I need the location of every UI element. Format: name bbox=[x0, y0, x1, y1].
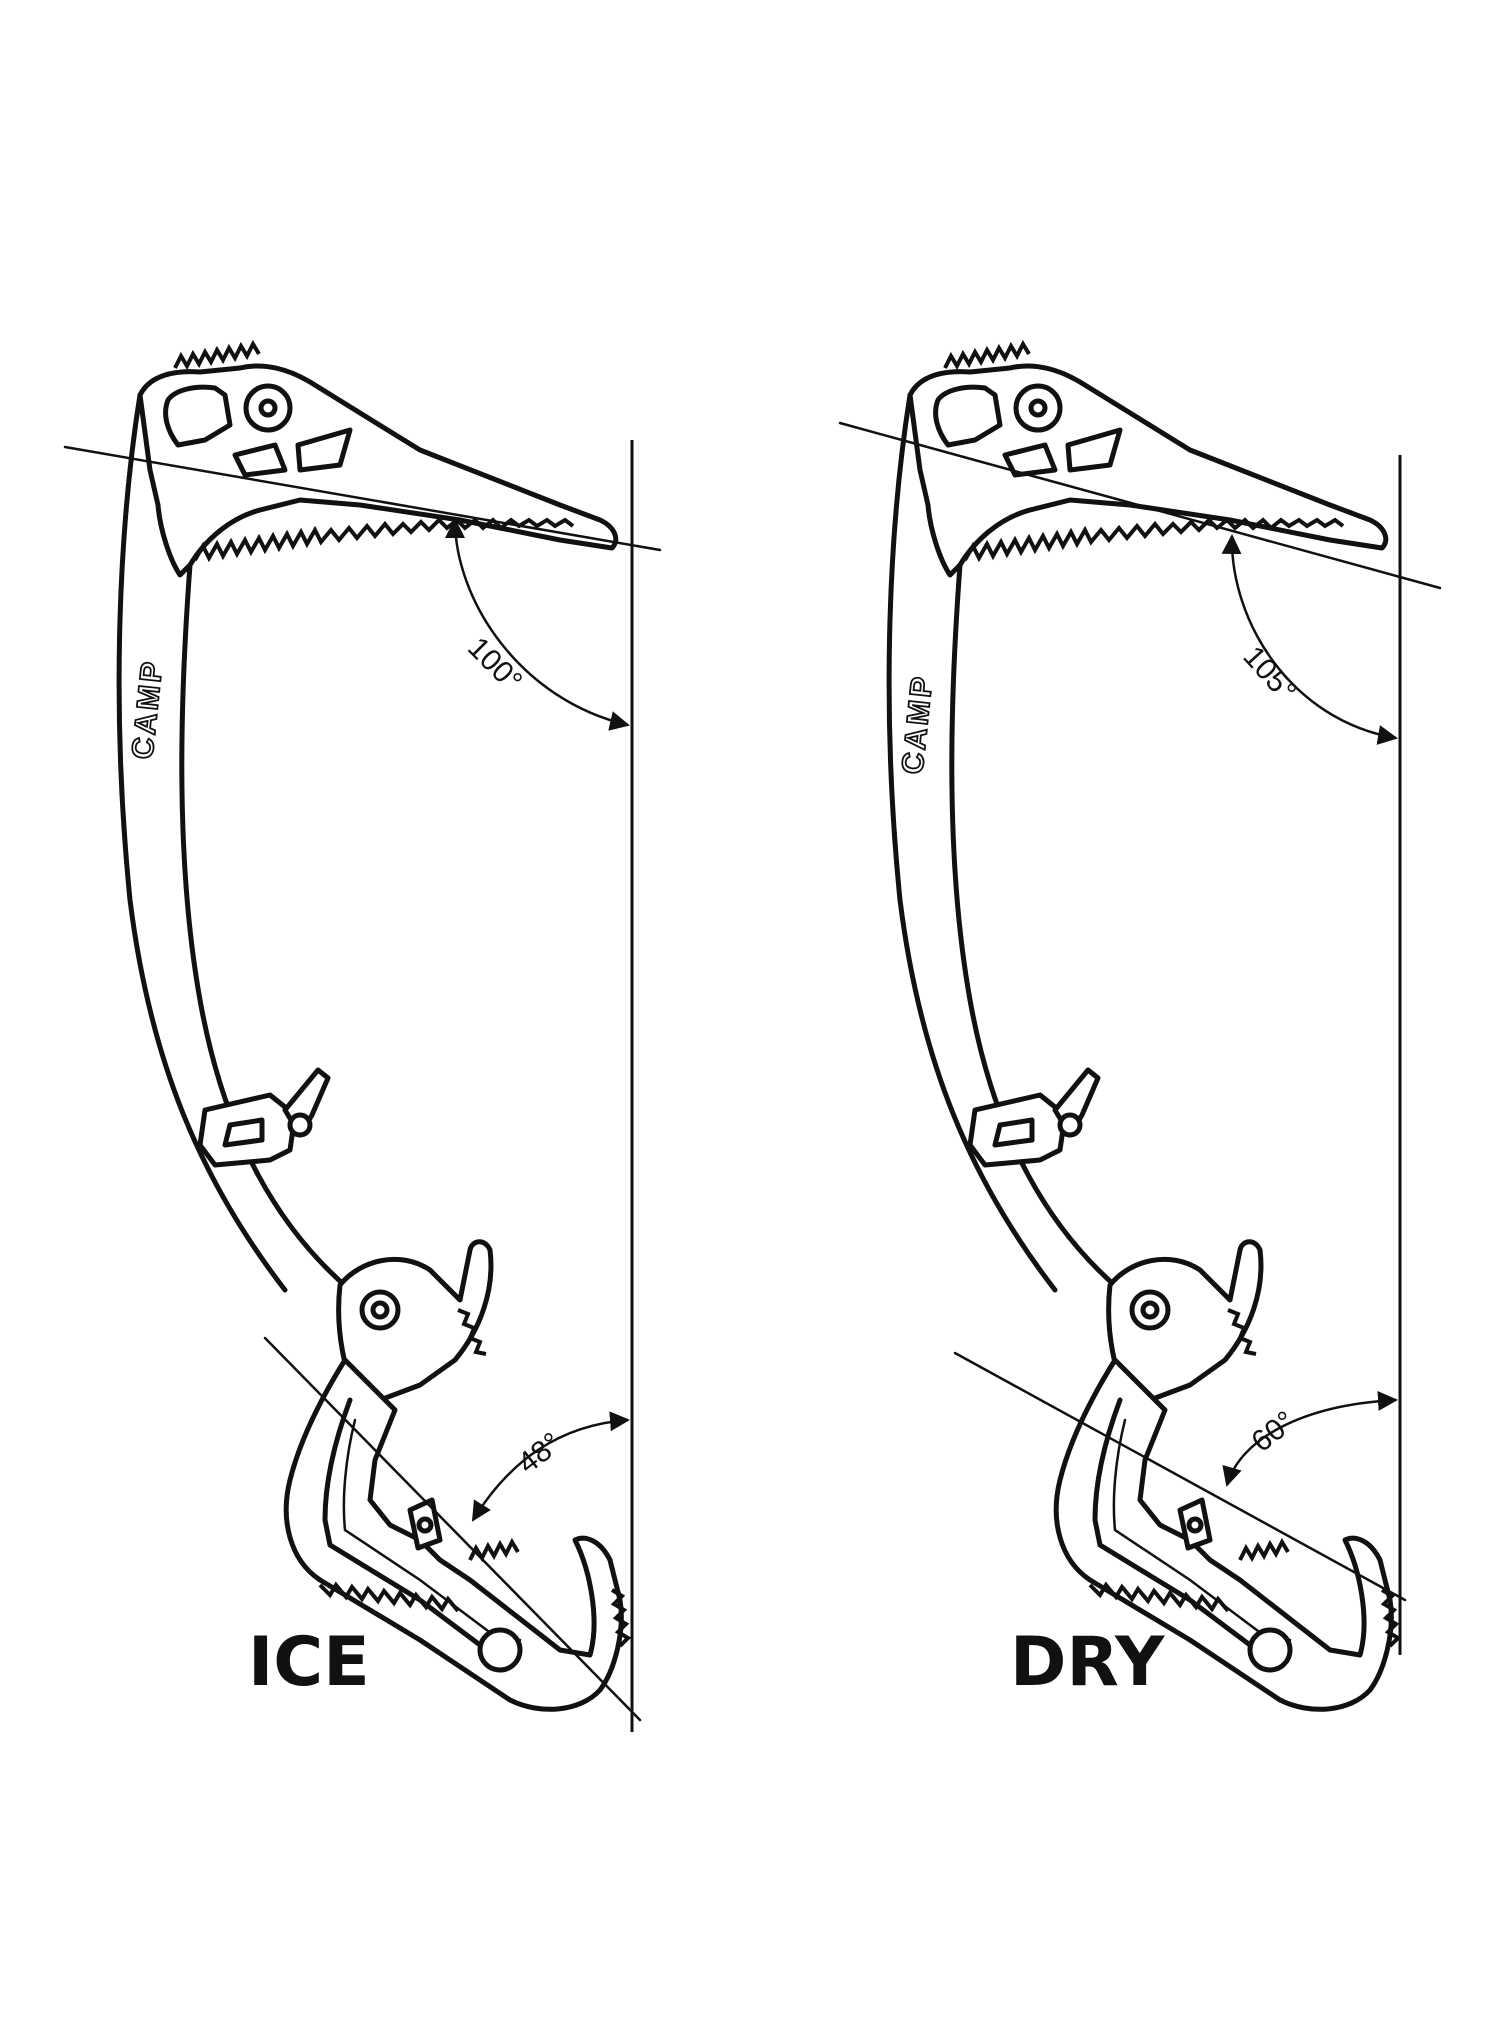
dry-label: DRY bbox=[1010, 1623, 1165, 1702]
dry-pick-angle: 105° bbox=[1237, 640, 1303, 708]
dry-tool-diagram: 105° 60° CAMP DRY bbox=[838, 344, 1442, 1709]
ice-grip-angle-arc bbox=[471, 1411, 630, 1522]
ice-label: ICE bbox=[248, 1623, 370, 1702]
ice-axe-drawing bbox=[119, 344, 628, 1709]
dry-grip-angle: 60° bbox=[1245, 1405, 1301, 1459]
dry-grip-line bbox=[953, 1351, 1407, 1602]
ice-pick-angle: 100° bbox=[461, 631, 528, 698]
dry-pick-angle-arc bbox=[1221, 534, 1398, 745]
ice-grip-angle: 48° bbox=[512, 1426, 568, 1480]
ice-brand-logo: CAMP bbox=[126, 657, 169, 760]
dry-grip-angle-arc bbox=[1222, 1390, 1398, 1487]
dry-brand-logo: CAMP bbox=[896, 672, 939, 775]
ice-grip-line bbox=[263, 1336, 642, 1722]
dry-axe-drawing bbox=[889, 344, 1398, 1709]
ice-pick-angle-arc bbox=[445, 518, 630, 731]
ice-tool-diagram: 100° 48° CAMP ICE bbox=[63, 344, 662, 1732]
